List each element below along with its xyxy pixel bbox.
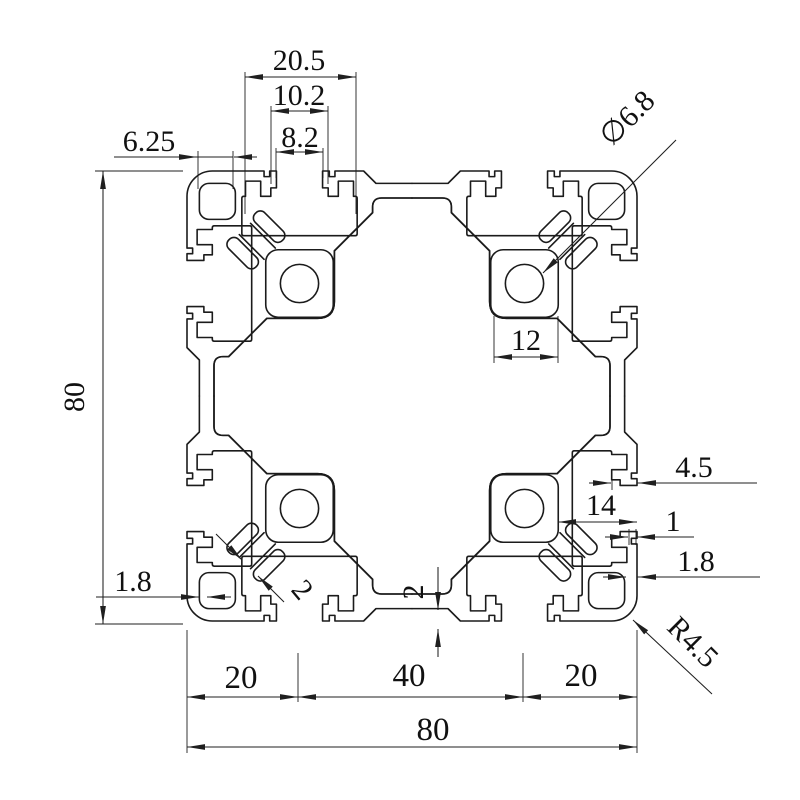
- dim-base-thickness: 2: [397, 585, 430, 600]
- dim-lip-step: 1: [666, 505, 681, 538]
- dim-overall-height: 80: [58, 382, 91, 412]
- dim-overall-width: 80: [417, 712, 450, 748]
- dim-block-depth: 14: [586, 489, 616, 522]
- dim-top-slot-opening: 8.2: [281, 121, 319, 154]
- dim-bottom-seg-center: 40: [393, 658, 426, 694]
- dim-wall-right: 1.8: [677, 545, 715, 578]
- dim-top-slot-step: 10.2: [273, 79, 326, 112]
- dim-wall-left: 1.8: [114, 565, 152, 598]
- dim-hole-diameter: ∅6.8: [593, 84, 661, 152]
- dim-lip-depth: 4.5: [675, 451, 713, 484]
- dim-top-cavity-width: 20.5: [273, 44, 326, 77]
- dim-corner-cavity: 6.25: [123, 125, 176, 158]
- dim-bottom-seg-right: 20: [565, 658, 598, 694]
- dimension-lines: [96, 74, 760, 750]
- dim-block-width: 12: [511, 324, 541, 357]
- dim-corner-radius: R4.5: [661, 610, 725, 674]
- extension-lines: [95, 72, 638, 753]
- dim-web-thickness: 2: [285, 574, 320, 607]
- profile-outline: [187, 171, 637, 621]
- dim-bottom-seg-left: 20: [225, 660, 258, 696]
